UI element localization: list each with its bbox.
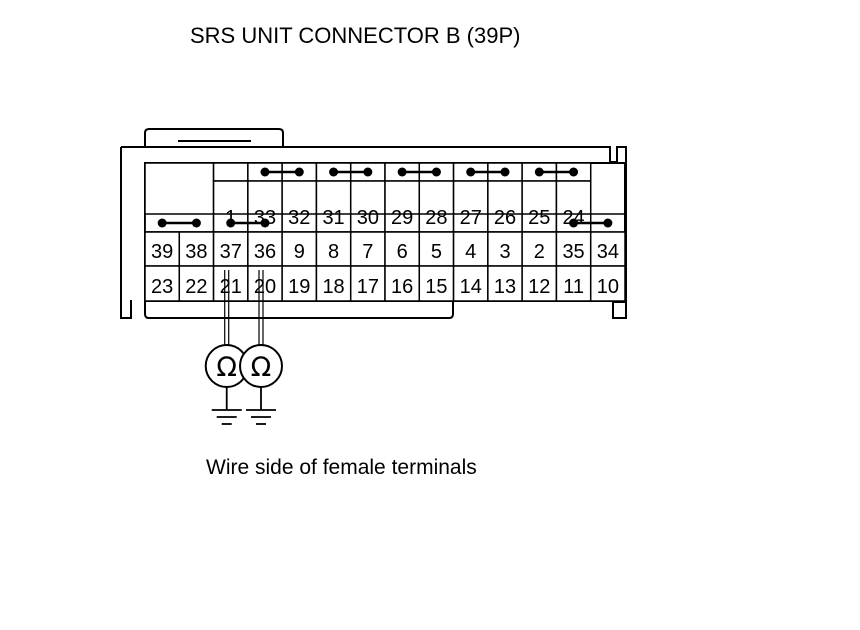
terminal-32: 32	[288, 207, 310, 229]
terminal-cell	[418, 231, 455, 267]
terminal-20: 20	[254, 276, 276, 298]
terminal-22: 22	[185, 276, 207, 298]
ohm-symbol: Ω	[251, 352, 272, 383]
bar-dot	[603, 218, 613, 228]
terminal-cell	[178, 265, 215, 302]
terminal-cell	[589, 265, 626, 302]
terminal-21: 21	[220, 276, 242, 298]
diagram-title: SRS UNIT CONNECTOR B (39P)	[190, 23, 521, 48]
diagram-caption: Wire side of female terminals	[206, 456, 477, 479]
bar-dot	[226, 218, 236, 228]
terminal-13: 13	[494, 276, 516, 298]
terminal-cell	[349, 231, 386, 267]
terminal-23: 23	[151, 276, 173, 298]
terminal-cell	[144, 265, 181, 302]
terminal-cell	[555, 265, 592, 302]
terminal-cell	[384, 231, 421, 267]
terminal-19: 19	[288, 276, 310, 298]
bar-dot	[569, 218, 579, 228]
terminal-27: 27	[460, 207, 482, 229]
terminal-9: 9	[294, 241, 305, 263]
terminal-39: 39	[151, 241, 173, 263]
bar-strip-cell	[212, 162, 249, 182]
bar-dot	[157, 218, 167, 228]
bar-dot	[260, 218, 270, 228]
terminal-31: 31	[322, 207, 344, 229]
terminal-26: 26	[494, 207, 516, 229]
terminal-37: 37	[220, 241, 242, 263]
terminal-4: 4	[465, 241, 476, 263]
terminal-18: 18	[322, 276, 344, 298]
terminal-15: 15	[425, 276, 447, 298]
bar-dot	[294, 167, 304, 177]
ground-icon	[211, 387, 242, 425]
terminal-8: 8	[328, 241, 339, 263]
bar-dot	[191, 218, 201, 228]
terminal-6: 6	[397, 241, 408, 263]
terminal-10: 10	[597, 276, 619, 298]
terminal-3: 3	[499, 241, 510, 263]
bar-dot	[260, 167, 270, 177]
ground-icon	[246, 387, 276, 425]
terminal-38: 38	[185, 241, 207, 263]
terminal-36: 36	[254, 241, 276, 263]
terminal-cell	[487, 180, 523, 233]
terminal-1: 1	[225, 207, 236, 229]
terminal-5: 5	[431, 241, 442, 263]
terminal-2: 2	[534, 241, 545, 263]
terminal-34: 34	[597, 241, 619, 263]
terminal-30: 30	[357, 207, 379, 229]
terminal-14: 14	[460, 276, 482, 298]
terminal-cell	[212, 265, 249, 302]
terminal-25: 25	[528, 207, 550, 229]
terminal-16: 16	[391, 276, 413, 298]
bar-dot	[363, 167, 373, 177]
terminal-cell	[521, 265, 558, 302]
terminal-12: 12	[528, 276, 550, 298]
terminal-cell	[487, 231, 523, 267]
blank-block	[144, 162, 215, 233]
terminal-cell	[555, 231, 592, 267]
bar-dot	[466, 167, 476, 177]
shorting-bars	[157, 167, 613, 228]
ohm-symbol: Ω	[216, 352, 237, 383]
bar-dot	[569, 167, 579, 177]
terminal-cell	[521, 180, 558, 233]
terminal-cell	[315, 180, 352, 233]
bar-dot	[431, 167, 441, 177]
terminal-35: 35	[562, 241, 584, 263]
terminal-17: 17	[357, 276, 379, 298]
bar-dot	[500, 167, 510, 177]
terminal-28: 28	[425, 207, 447, 229]
terminal-11: 11	[563, 276, 584, 298]
bar-dot	[329, 167, 339, 177]
terminal-cell	[281, 265, 318, 302]
bar-dot	[397, 167, 407, 177]
terminal-7: 7	[362, 241, 373, 263]
terminal-29: 29	[391, 207, 413, 229]
bar-dot	[534, 167, 544, 177]
terminal-cell	[452, 180, 489, 233]
